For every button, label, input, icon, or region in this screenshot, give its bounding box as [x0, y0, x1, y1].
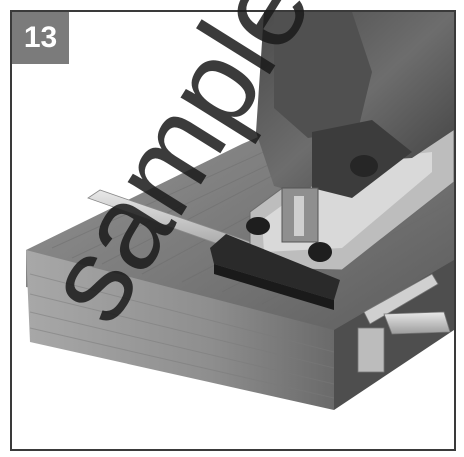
guide-block	[210, 234, 340, 310]
jigsaw-photo	[12, 12, 454, 449]
figure-frame: 13	[10, 10, 456, 451]
step-number-badge: 13	[12, 12, 69, 64]
jigsaw-body	[246, 12, 454, 262]
side-bracket	[357, 273, 451, 373]
